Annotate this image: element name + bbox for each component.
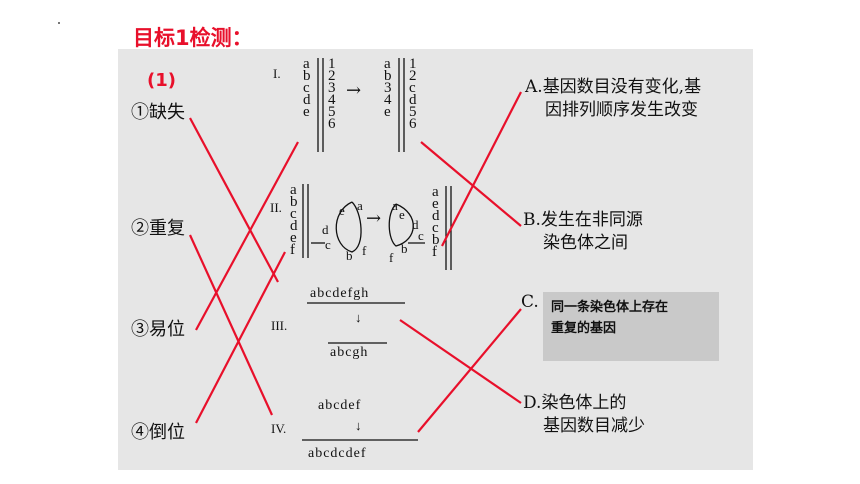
loop-right	[388, 203, 414, 247]
match-line	[420, 141, 522, 227]
loop-left-a: a	[357, 198, 363, 213]
figure-IV-label: IV.	[271, 421, 287, 436]
item-deletion: ①缺失	[131, 102, 185, 123]
option-B: B.发生在非同源 染色体之间	[523, 210, 643, 253]
match-line	[195, 251, 286, 424]
question-number: (1)	[147, 70, 176, 91]
loop-right-d: d	[412, 217, 419, 232]
page-title: 目标1检测：	[133, 26, 253, 50]
figure-II-label: II.	[270, 200, 282, 215]
match-line	[441, 91, 522, 247]
figure-III-top-sequence: abcdefgh	[310, 286, 370, 301]
loop-left-c: c	[325, 237, 331, 252]
figure-III-bottom-sequence: abcgh	[330, 345, 369, 360]
figure-I-arrow: →	[346, 80, 362, 101]
decorative-dot	[58, 22, 60, 24]
figure-III-label: III.	[271, 318, 288, 333]
loop-right-c: c	[418, 228, 424, 243]
option-A: A.基因数目没有变化,基 因排列顺序发生改变	[525, 77, 702, 120]
figure-II-arrow: →	[366, 208, 382, 229]
figure-IV-arrow: ↓	[355, 418, 362, 433]
option-C-letter: C.	[521, 292, 539, 312]
loop-right-e: e	[399, 207, 405, 222]
option-D: D.染色体上的 基因数目减少	[523, 393, 645, 436]
match-line	[189, 117, 279, 283]
figure-IV-top-sequence: abcdef	[318, 398, 362, 413]
loop-left-d: d	[322, 222, 329, 237]
answer-box	[543, 292, 719, 361]
item-translocation: ③易位	[131, 319, 185, 340]
item-inversion: ④倒位	[131, 422, 185, 443]
match-line	[195, 141, 299, 331]
option-C-text: 同一条染色体上存在 重复的基因	[551, 300, 669, 336]
match-line	[417, 308, 522, 433]
loop-right-f: f	[389, 250, 394, 265]
loop-left-b: b	[346, 248, 353, 263]
diagram-panel	[118, 49, 753, 470]
figure-I-label: I.	[273, 66, 281, 81]
figure-IV-bottom-sequence: abcdcdef	[308, 446, 367, 461]
match-line	[399, 319, 522, 404]
figure-III-arrow: ↓	[355, 310, 362, 325]
loop-left-f: f	[362, 243, 367, 258]
item-duplication: ②重复	[131, 218, 185, 239]
match-line	[188, 234, 274, 416]
loop-left	[335, 201, 362, 253]
loop-right-b: b	[401, 241, 408, 256]
